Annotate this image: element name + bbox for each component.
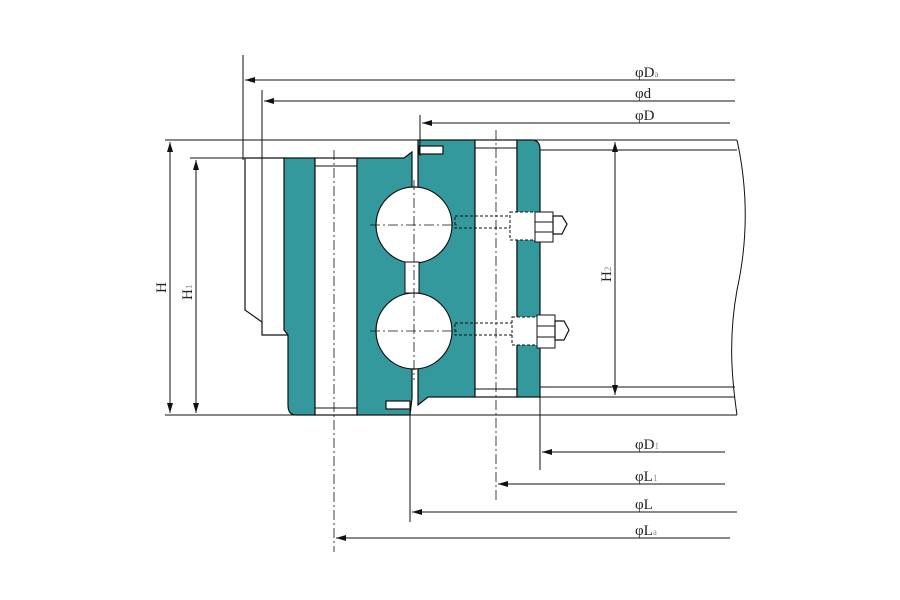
label-D1: φD1 [635,437,659,453]
seal-bottom [385,400,411,410]
break-line [731,139,746,416]
label-H: H [154,282,170,293]
inner-ring-right [516,139,541,398]
outer-ring-left [283,157,316,416]
label-Da: φDa [635,65,659,81]
bolt-lower [454,314,570,349]
label-d: φd [635,86,652,102]
label-L: φL [635,497,653,513]
seal-top [418,145,444,155]
label-H1: H1 [180,285,196,300]
label-D: φD [635,108,655,124]
inner-bolt-hole [474,139,518,398]
label-L1: φL1 [635,469,657,485]
label-La: φLa [635,523,657,539]
flange-outline [244,157,291,336]
outer-bolt-hole [314,157,358,416]
label-H2: H2 [599,267,615,282]
bolt-upper [454,211,568,243]
